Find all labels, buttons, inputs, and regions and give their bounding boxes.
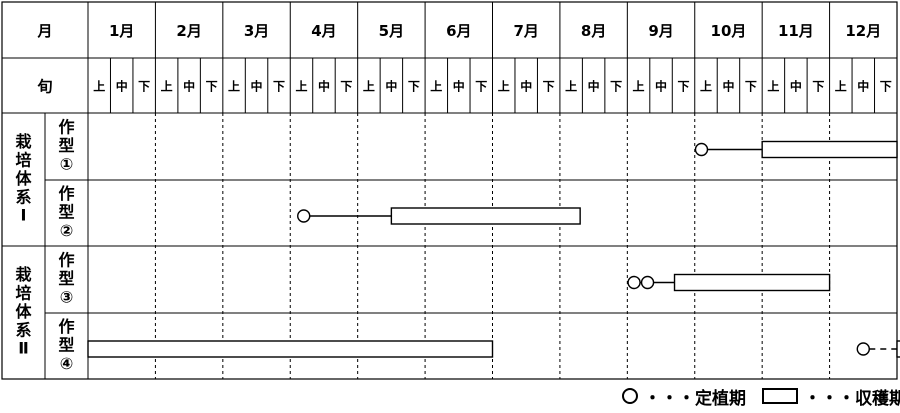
schedule-marks <box>87 140 900 358</box>
month-label: 1月 <box>109 22 134 40</box>
legend-planting-label: ・・・定植期 <box>644 388 746 409</box>
legend-harvest-label: ・・・収穫期 <box>804 388 900 409</box>
planting-marker <box>856 342 870 356</box>
decade-header-label: 旬 <box>36 78 52 96</box>
legend: ・・・定植期 ・・・収穫期 <box>622 384 900 409</box>
month-label: 9月 <box>648 22 673 40</box>
decade-label: 中 <box>251 79 263 94</box>
month-label: 3月 <box>244 22 269 40</box>
decade-label: 上 <box>700 79 712 94</box>
decade-label: 中 <box>857 79 869 94</box>
decade-label: 上 <box>430 79 442 94</box>
decade-label: 中 <box>318 79 330 94</box>
decade-label: 上 <box>161 79 173 94</box>
decade-label: 下 <box>273 80 285 94</box>
month-label: 11月 <box>778 22 814 40</box>
decade-label: 上 <box>565 79 577 94</box>
planting-marker <box>640 275 655 290</box>
month-label: 12月 <box>845 22 881 40</box>
decade-label: 上 <box>363 79 375 94</box>
decade-label: 中 <box>183 79 195 94</box>
decade-label: 上 <box>93 79 105 94</box>
planting-marker <box>627 275 641 290</box>
harvest-bar <box>673 273 831 292</box>
decade-label: 中 <box>722 79 734 94</box>
planting-marker <box>297 209 311 223</box>
planting-circle-icon <box>622 388 638 404</box>
decade-label: 下 <box>543 80 555 94</box>
month-label: 5月 <box>379 22 404 40</box>
decade-label: 中 <box>385 79 397 94</box>
month-label: 7月 <box>513 22 538 40</box>
decade-label: 下 <box>206 80 218 94</box>
decade-label: 中 <box>790 79 802 94</box>
decade-label: 下 <box>812 80 824 94</box>
harvest-bar <box>896 340 900 358</box>
decade-label: 下 <box>678 80 690 94</box>
harvest-bar <box>390 207 581 225</box>
decade-label: 下 <box>475 80 487 94</box>
month-label: 2月 <box>176 22 201 40</box>
decade-label: 下 <box>340 80 352 94</box>
decade-label: 下 <box>880 80 892 94</box>
planting-marker <box>694 142 709 157</box>
decade-label: 中 <box>453 79 465 94</box>
decade-label: 上 <box>835 79 847 94</box>
decade-label: 上 <box>767 79 779 94</box>
decade-label: 中 <box>588 79 600 94</box>
month-label: 6月 <box>446 22 471 40</box>
calendar-header: 月旬1月上中下2月上中下3月上中下4月上中下5月上中下6月上中下7月上中下8月上… <box>36 22 891 96</box>
calendar-grid <box>1 1 898 380</box>
month-label: 4月 <box>311 22 336 40</box>
decade-label: 上 <box>498 79 510 94</box>
month-label: 10月 <box>711 22 747 40</box>
decade-label: 上 <box>228 79 240 94</box>
month-label: 8月 <box>581 22 606 40</box>
decade-label: 中 <box>116 79 128 94</box>
decade-label: 中 <box>520 79 532 94</box>
harvest-bar <box>87 340 494 358</box>
harvest-rect-icon <box>762 388 798 404</box>
decade-label: 上 <box>633 79 645 94</box>
grid-border <box>1 1 898 380</box>
decade-label: 下 <box>745 80 757 94</box>
decade-label: 下 <box>138 80 150 94</box>
decade-label: 下 <box>408 80 420 94</box>
decade-label: 下 <box>610 80 622 94</box>
decade-label: 上 <box>295 79 307 94</box>
month-header-label: 月 <box>36 22 52 40</box>
harvest-bar <box>761 140 898 159</box>
decade-label: 中 <box>655 79 667 94</box>
